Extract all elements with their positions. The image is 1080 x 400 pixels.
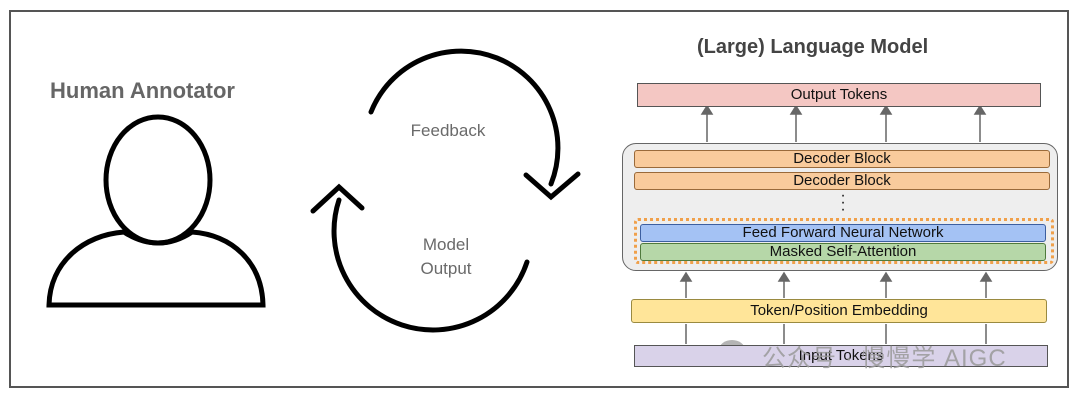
feedback-label: Feedback: [410, 121, 486, 140]
output-tokens-box: Output Tokens: [637, 83, 1041, 107]
decoder-block-1: Decoder Block: [634, 150, 1050, 168]
output-arrows: [700, 104, 987, 142]
model-output-label-line1: Model: [422, 235, 470, 254]
person-icon: [46, 114, 266, 308]
embedding-arrows: [679, 271, 993, 298]
feedback-arrow-icon: [368, 48, 581, 201]
feed-forward-box: Feed Forward Neural Network: [640, 224, 1046, 242]
masked-self-attention-box: Masked Self-Attention: [640, 243, 1046, 261]
llm-title: (Large) Language Model: [697, 36, 929, 58]
token-position-embedding-box: Token/Position Embedding: [631, 299, 1047, 323]
decoder-block-2: Decoder Block: [634, 172, 1050, 190]
watermark-text: 公众号 · 慢慢学 AIGC: [762, 345, 1007, 372]
decoder-block-detail-outline: [634, 218, 1054, 264]
input-connector-lines: [685, 324, 987, 344]
input-tokens-box: Input Tokens: [634, 345, 1048, 367]
human-annotator-title: Human Annotator: [50, 78, 235, 103]
model-output-arrow-icon: [310, 183, 530, 333]
model-output-label-line2: Output: [420, 259, 472, 278]
ellipsis-vertical: ···: [840, 187, 846, 218]
